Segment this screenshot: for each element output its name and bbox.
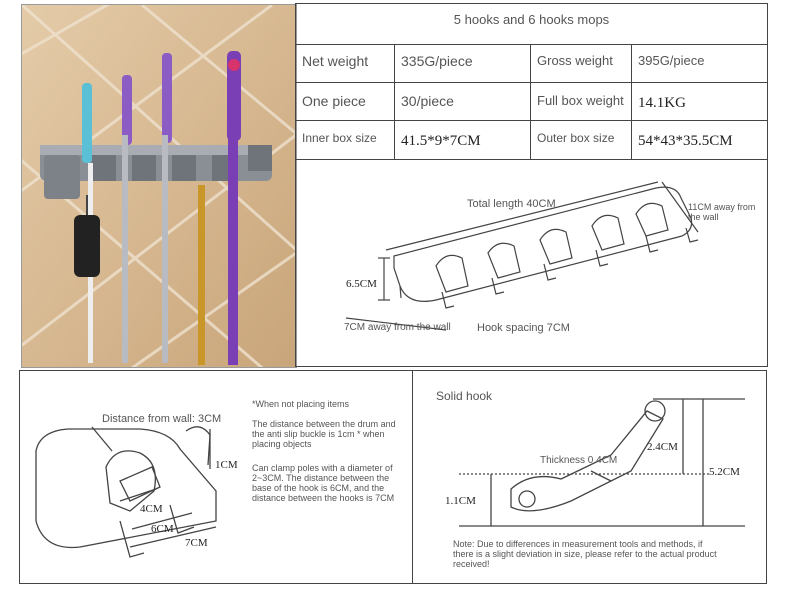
closeup-7cm-label: 7CM — [185, 537, 208, 549]
one-piece-label: One piece — [296, 82, 394, 120]
dimension-diagram: Total length 40CM 11CM away from the wal… — [295, 158, 768, 367]
net-weight-value: 335G/piece — [394, 44, 530, 82]
thickness-label: Thickness 0.4CM — [540, 455, 618, 466]
closeup-note-1: The distance between the drum and the an… — [252, 419, 396, 449]
away-from-wall-top-label: 11CM away from the wall — [688, 202, 756, 222]
away-from-wall-bottom-label: 7CM away from the wall — [344, 322, 451, 333]
height-label: 6.5CM — [346, 278, 377, 290]
hook-closeup-panel: Distance from wall: 3CM 1CM 4CM 6CM 7CM … — [19, 370, 413, 584]
inner-box-size-label: Inner box size — [296, 120, 394, 159]
closeup-note-2: Can clamp poles with a diameter of 2~3CM… — [252, 463, 395, 503]
solid-hook-title: Solid hook — [436, 389, 493, 403]
total-length-label: Total length 40CM — [467, 198, 556, 210]
outer-box-size-label: Outer box size — [530, 120, 631, 159]
closeup-4cm-label: 4CM — [140, 503, 163, 515]
closeup-note-title: *When not placing items — [252, 399, 350, 409]
outer-box-size-value: 54*43*35.5CM — [631, 120, 767, 159]
table-title: 5 hooks and 6 hooks mops — [453, 12, 610, 27]
inner-box-size-value: 41.5*9*7CM — [394, 120, 530, 159]
hook-5-2cm-label: 5.2CM — [709, 466, 740, 478]
net-weight-label: Net weight — [296, 44, 394, 82]
closeup-1cm-label: 1CM — [215, 459, 238, 471]
measurement-note: Note: Due to differences in measurement … — [453, 539, 717, 569]
one-piece-value: 30/piece — [394, 82, 530, 120]
full-box-weight-value: 14.1KG — [631, 82, 767, 120]
product-photo — [21, 4, 297, 368]
solid-hook-panel: Solid hook 2.4CM 5.2CM 1.1CM Thickness 0… — [411, 370, 767, 584]
full-box-weight-label: Full box weight — [530, 82, 631, 120]
rail-line-drawing — [345, 181, 699, 331]
hook-1-1cm-label: 1.1CM — [445, 495, 476, 507]
spec-table: 5 hooks and 6 hooks mops Net weight 335G… — [295, 3, 768, 160]
gross-weight-label: Gross weight — [530, 44, 631, 82]
hook-2-4cm-label: 2.4CM — [647, 441, 678, 453]
closeup-drawing — [35, 426, 217, 558]
hook-spacing-label: Hook spacing 7CM — [477, 322, 570, 334]
solid-hook-drawing — [459, 398, 745, 527]
gross-weight-value: 395G/piece — [631, 44, 767, 82]
closeup-6cm-label: 6CM — [151, 523, 174, 535]
distance-from-wall-label: Distance from wall: 3CM — [102, 413, 222, 425]
mop-holder-photo — [22, 5, 296, 367]
